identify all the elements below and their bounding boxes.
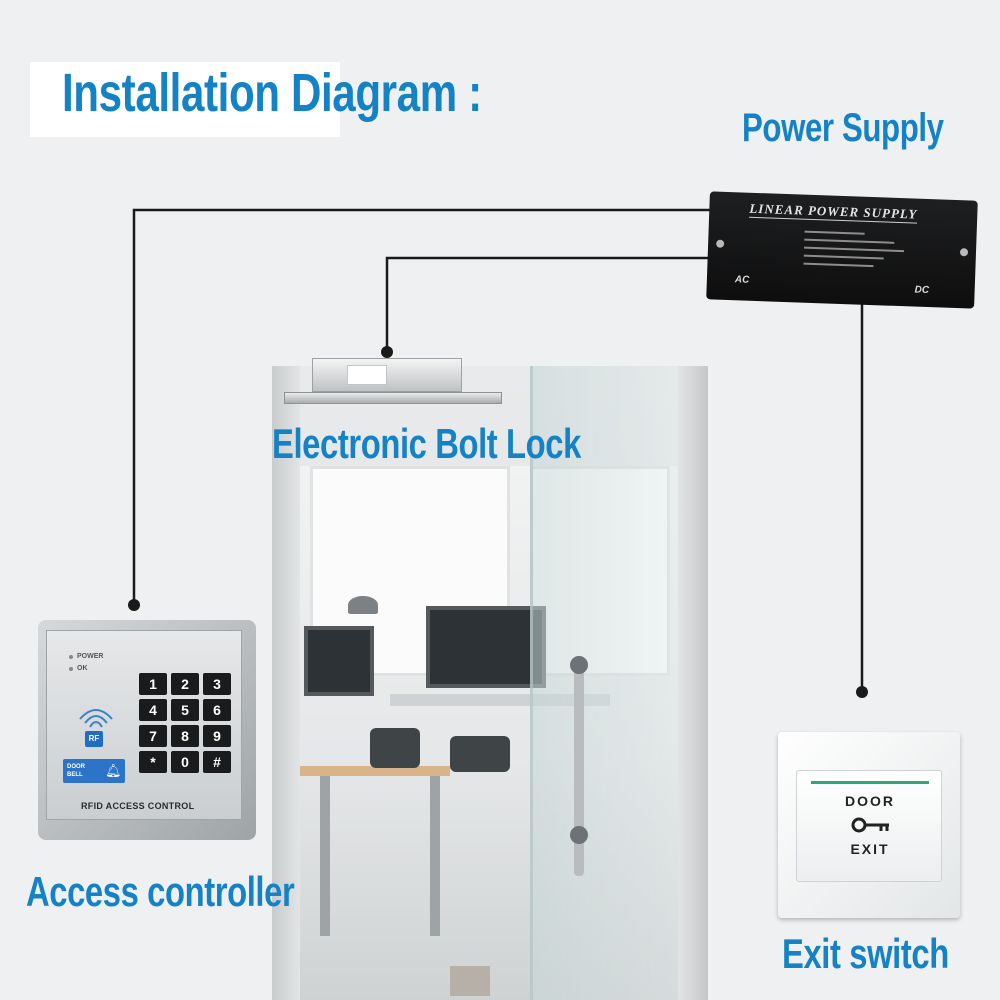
wire-terminal: [856, 686, 868, 698]
key-6[interactable]: 6: [203, 699, 231, 721]
keypad: 1 2 3 4 5 6 7 8 9 * 0 #: [139, 673, 235, 773]
monitor: [304, 626, 374, 696]
key-hash[interactable]: #: [203, 751, 231, 773]
key-icon: [851, 817, 889, 833]
key-star[interactable]: *: [139, 751, 167, 773]
ok-led: [69, 667, 73, 671]
psu-brand-text: LINEAR POWER SUPPLY: [749, 200, 918, 224]
glass-door: [530, 366, 705, 1000]
ok-led-label: OK: [77, 665, 88, 672]
key-9[interactable]: 9: [203, 725, 231, 747]
bolt-lock-device: [284, 358, 502, 408]
chair: [370, 728, 420, 768]
bolt-lock-body: [312, 358, 462, 392]
bolt-lock-plate: [284, 392, 502, 404]
exit-switch-device: DOOR EXIT: [778, 732, 960, 918]
access-controller-face: POWER OK RF DOOR BELL 🔔︎ 1 2 3 4 5 6 7: [46, 630, 242, 820]
key-0[interactable]: 0: [171, 751, 199, 773]
handle-mount: [570, 826, 588, 844]
power-supply-device: LINEAR POWER SUPPLY AC DC: [706, 191, 978, 309]
power-supply-label: Power Supply: [742, 106, 944, 150]
title-background: [30, 62, 340, 137]
monitor: [426, 606, 546, 688]
power-led-label: POWER: [77, 653, 104, 660]
access-controller-label: Access controller: [26, 868, 295, 915]
key-8[interactable]: 8: [171, 725, 199, 747]
exit-switch-label: Exit switch: [782, 930, 949, 977]
psu-spec-line: [804, 238, 895, 244]
psu-spec-line: [804, 246, 905, 253]
doorbell-button[interactable]: DOOR BELL 🔔︎: [63, 759, 125, 783]
rfid-access-control-label: RFID ACCESS CONTROL: [81, 801, 195, 811]
access-controller-device: POWER OK RF DOOR BELL 🔔︎ 1 2 3 4 5 6 7: [38, 620, 256, 840]
key-2[interactable]: 2: [171, 673, 199, 695]
psu-spec-line: [803, 262, 874, 268]
screw: [959, 248, 969, 257]
key-4[interactable]: 4: [139, 699, 167, 721]
door-scene: [272, 366, 708, 1000]
key-1[interactable]: 1: [139, 673, 167, 695]
desk-leg: [430, 776, 440, 936]
doorbell-line2: BELL: [67, 772, 83, 778]
table-base: [450, 966, 490, 996]
desk: [300, 766, 450, 776]
wire-to-bolt: [385, 256, 712, 352]
bolt-lock-label: Electronic Bolt Lock: [272, 420, 581, 467]
bolt-lock-sticker: [347, 365, 387, 385]
psu-spec-line: [804, 230, 865, 235]
exit-exit-text: EXIT: [850, 841, 890, 857]
door-frame-left: [272, 366, 300, 1000]
wire-to-access: [132, 208, 712, 605]
screw: [716, 239, 725, 248]
exit-door-text: DOOR: [845, 793, 895, 809]
bell-icon: 🔔︎: [105, 763, 122, 778]
exit-button[interactable]: DOOR EXIT: [796, 770, 942, 882]
door-frame-right: [678, 366, 708, 1000]
psu-spec-line: [803, 254, 884, 260]
diagram-title: Installation Diagram :: [62, 63, 482, 123]
rf-badge: RF: [85, 731, 103, 747]
handle-mount: [570, 656, 588, 674]
exit-led-strip: [811, 781, 929, 784]
doorbell-text: DOOR BELL: [67, 763, 85, 779]
lamp: [348, 596, 378, 614]
door-handle: [574, 656, 584, 876]
power-led: [69, 655, 73, 659]
wire-terminal: [128, 599, 140, 611]
key-5[interactable]: 5: [171, 699, 199, 721]
key-3[interactable]: 3: [203, 673, 231, 695]
key-7[interactable]: 7: [139, 725, 167, 747]
doorbell-line1: DOOR: [67, 764, 85, 770]
wire-terminal: [381, 346, 393, 358]
desk-leg: [320, 776, 330, 936]
chair: [450, 736, 510, 772]
psu-ac-label: AC: [734, 274, 750, 286]
psu-dc-label: DC: [914, 284, 930, 297]
rf-waves-icon: [79, 709, 113, 728]
